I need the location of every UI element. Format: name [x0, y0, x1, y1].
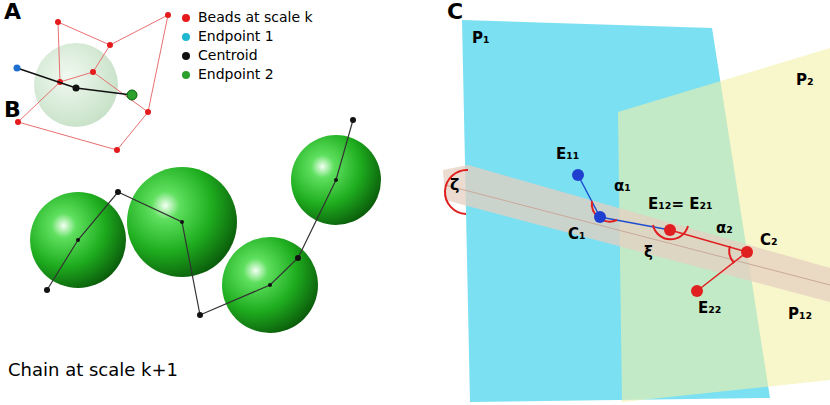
sphere-chain — [30, 117, 381, 333]
legend-swatch — [182, 52, 190, 60]
point-label: E₁₁ — [556, 146, 579, 163]
legend-swatch — [182, 33, 190, 41]
point-label: C₂ — [760, 232, 778, 249]
legend-text: Centroid — [198, 48, 258, 63]
angle-label: ξ — [644, 244, 653, 261]
point-label: E₁₂= E₂₁ — [648, 196, 713, 213]
angle-label: α₂ — [716, 220, 733, 237]
panel-letter: A — [4, 0, 21, 24]
legend-entry: Centroid — [182, 48, 258, 63]
angle-label: α₁ — [614, 178, 631, 195]
point-label: E₂₂ — [698, 300, 721, 317]
legend-swatch — [182, 71, 190, 79]
legend-swatch — [182, 14, 190, 22]
angle-label: ζ — [450, 176, 459, 194]
bead-cluster — [14, 12, 172, 153]
legend-text: Endpoint 2 — [198, 67, 274, 82]
legend-entry: Beads at scale k — [182, 10, 313, 25]
legend-text: Beads at scale k — [198, 10, 313, 25]
legend-entry: Endpoint 2 — [182, 67, 274, 82]
legend-text: Endpoint 1 — [198, 29, 274, 44]
point-label: C₁ — [568, 226, 586, 243]
plane-label: P₂ — [796, 72, 814, 89]
plane-geometry — [443, 20, 830, 402]
plane-label: P₁ — [472, 30, 490, 47]
legend-entry: Endpoint 1 — [182, 29, 274, 44]
plane-label: P₁₂ — [788, 306, 812, 323]
panel-letter: C — [447, 0, 463, 24]
panel-letter: B — [4, 98, 21, 122]
panel-caption: Chain at scale k+1 — [8, 360, 178, 380]
